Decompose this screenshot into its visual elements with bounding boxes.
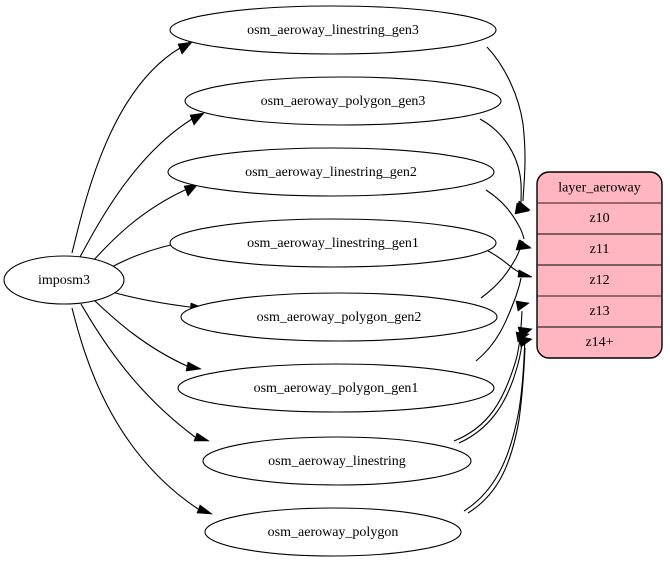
node-layer_aeroway[interactable]: layer_aeroway z10 z11 z12 z13 z14+ [536,171,663,359]
node-osm_aeroway_linestring[interactable]: osm_aeroway_linestring [202,436,472,486]
node-osm_aeroway_linestring_gen2-shape[interactable] [167,147,495,197]
node-osm_aeroway_linestring_gen3-label: osm_aeroway_linestring_gen3 [247,23,419,38]
node-osm_aeroway_polygon[interactable]: osm_aeroway_polygon [204,507,462,557]
edge-osm_aeroway_polygon-to-z14plus [467,335,533,514]
node-osm_aeroway_polygon_gen3-shape[interactable] [184,76,502,126]
layer-row-z13[interactable]: z13 [589,304,609,319]
node-osm_aeroway_polygon_gen1-shape[interactable] [177,363,495,413]
edge-imposm3-to-osm_aeroway_polygon_gen2 [111,291,206,312]
edge-osm_aeroway_linestring_gen3-to-z10 [486,46,531,213]
edge-osm_aeroway_linestring_gen1-to-z12 [487,250,533,278]
edge-imposm3-to-osm_aeroway_polygon_gen3 [79,112,205,258]
node-osm_aeroway_linestring_gen3-shape[interactable] [169,5,497,55]
node-osm_aeroway_linestring-label: osm_aeroway_linestring [268,454,406,469]
node-osm_aeroway_linestring_gen1[interactable]: osm_aeroway_linestring_gen1 [169,218,497,268]
layer-row-z10[interactable]: z10 [589,211,609,226]
node-osm_aeroway_polygon_gen1[interactable]: osm_aeroway_polygon_gen1 [177,363,495,413]
edge-imposm3-to-osm_aeroway_polygon [71,307,213,515]
layer-aeroway-header: layer_aeroway [558,181,640,196]
node-imposm3-shape[interactable] [3,255,125,305]
node-osm_aeroway_polygon_gen2-shape[interactable] [180,292,498,342]
node-osm_aeroway_linestring_gen1-shape[interactable] [169,218,497,268]
node-osm_aeroway_polygon_gen3[interactable]: osm_aeroway_polygon_gen3 [184,76,502,126]
node-imposm3-label: imposm3 [38,273,90,288]
node-osm_aeroway_linestring_gen3[interactable]: osm_aeroway_linestring_gen3 [169,5,497,55]
node-osm_aeroway_linestring_gen2[interactable]: osm_aeroway_linestring_gen2 [167,147,495,197]
edge-osm_aeroway_polygon_gen1-to-z12 [475,269,533,362]
layer-row-z12[interactable]: z12 [589,273,609,288]
edge-group-tables-to-layer [453,46,533,514]
node-osm_aeroway_polygon_gen2[interactable]: osm_aeroway_polygon_gen2 [180,292,498,342]
node-osm_aeroway_linestring_gen2-label: osm_aeroway_linestring_gen2 [245,165,417,180]
edge-osm_aeroway_polygon_gen3-to-z10 [479,118,530,215]
node-osm_aeroway_polygon-label: osm_aeroway_polygon [268,525,399,540]
edge-osm_aeroway_polygon_gen2-to-z11 [480,239,531,299]
node-imposm3[interactable]: imposm3 [3,255,125,305]
node-osm_aeroway_linestring-shape[interactable] [202,436,472,486]
node-osm_aeroway_polygon_gen2-label: osm_aeroway_polygon_gen2 [257,310,422,325]
node-osm_aeroway_polygon-shape[interactable] [204,507,462,557]
node-osm_aeroway_linestring_gen1-label: osm_aeroway_linestring_gen1 [247,236,419,251]
node-osm_aeroway_polygon_gen1-label: osm_aeroway_polygon_gen1 [254,381,419,396]
layer-row-z14plus[interactable]: z14+ [585,335,613,350]
layer-row-z11[interactable]: z11 [590,242,610,257]
edge-imposm3-to-osm_aeroway_polygon_gen1 [93,299,202,372]
node-osm_aeroway_polygon_gen3-label: osm_aeroway_polygon_gen3 [261,94,426,109]
edge-imposm3-to-osm_aeroway_linestring_gen3 [71,41,193,254]
edge-imposm3-to-osm_aeroway_linestring_gen2 [91,183,199,263]
edge-imposm3-to-osm_aeroway_linestring [80,303,210,442]
